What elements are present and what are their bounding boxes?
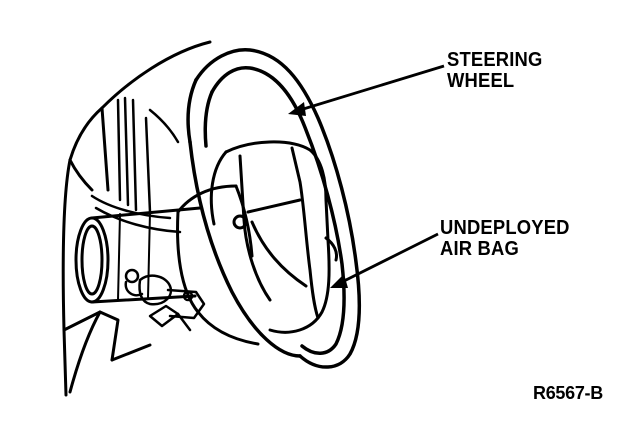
air-bag-label-line-2: AIR BAG	[440, 238, 519, 260]
instrument-panel	[61, 40, 212, 397]
column-shroud-pleats	[90, 96, 182, 234]
steering-wheel-label-line-1: STEERING	[447, 49, 543, 71]
air-bag-arrowhead	[330, 274, 348, 288]
steering-wheel-label-line-2: WHEEL	[447, 70, 515, 92]
steering-wheel-arrowhead	[288, 102, 306, 116]
undeployed-air-bag-label: UNDEPLOYED AIR BAG	[440, 218, 570, 260]
wheel-hub	[176, 184, 260, 346]
air-bag-cover	[209, 140, 338, 334]
figure-code: R6567-B	[533, 383, 603, 403]
leader-lines	[288, 64, 445, 288]
steering-column	[74, 206, 202, 304]
steering-wheel-rim	[186, 48, 362, 369]
steering-wheel-label: STEERING WHEEL	[447, 50, 543, 92]
air-bag-label-line-1: UNDEPLOYED	[440, 217, 570, 239]
